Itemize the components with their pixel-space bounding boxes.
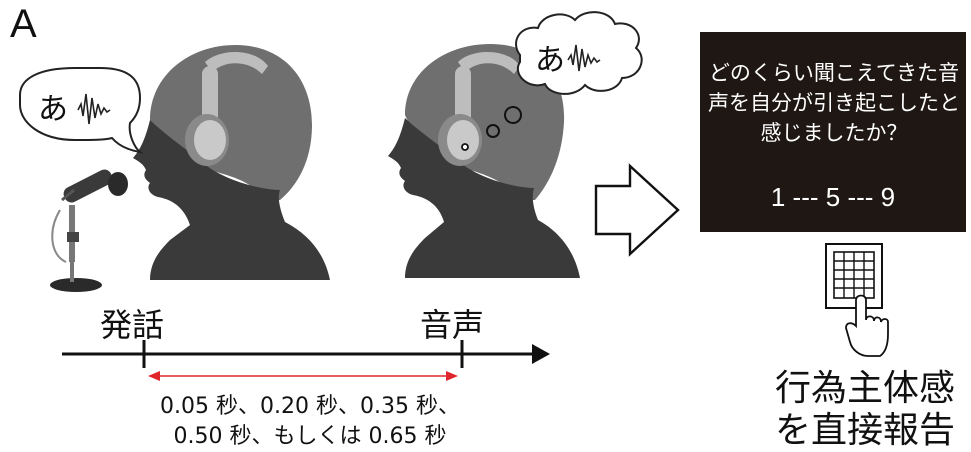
listener-bubble-char: あ xyxy=(535,43,565,78)
delay-values-line2: 0.50 秒、もしくは 0.65 秒 xyxy=(173,424,447,449)
event-sound-label: 音声 xyxy=(420,306,485,344)
speaker-head xyxy=(133,45,330,280)
report-label-line2: を直接報告 xyxy=(774,410,955,451)
listener-thought-cloud xyxy=(515,11,643,95)
delay-values-line1: 0.05 秒、0.20 秒、0.35 秒、 xyxy=(160,394,460,419)
thought-dots xyxy=(461,106,522,151)
report-label: 行為主体感 を直接報告 xyxy=(760,368,970,452)
right-arrow-icon xyxy=(594,163,680,257)
microphone-icon xyxy=(50,169,128,292)
rating-question: どのくらい聞こえてきた音声を自分が引き起こしたと感じましたか？ xyxy=(708,61,960,145)
rating-scale: 1 --- 5 --- 9 xyxy=(770,182,896,212)
delay-values: 0.05 秒、0.20 秒、0.35 秒、 0.50 秒、もしくは 0.65 秒 xyxy=(130,392,490,452)
panel-letter: A xyxy=(10,2,37,46)
speaker-bubble-char: あ xyxy=(38,92,68,127)
report-label-line1: 行為主体感 xyxy=(774,368,955,409)
event-speech-label: 発話 xyxy=(100,306,165,344)
timeline xyxy=(62,340,550,368)
speaker-speech-bubble xyxy=(19,67,144,154)
rating-screen: どのくらい聞こえてきた音声を自分が引き起こしたと感じましたか？ 1 --- 5 … xyxy=(700,32,966,232)
listener-head xyxy=(388,44,580,278)
delay-range-arrow xyxy=(148,371,458,381)
pointing-hand-icon xyxy=(845,294,889,357)
keypad-icon xyxy=(825,243,883,309)
